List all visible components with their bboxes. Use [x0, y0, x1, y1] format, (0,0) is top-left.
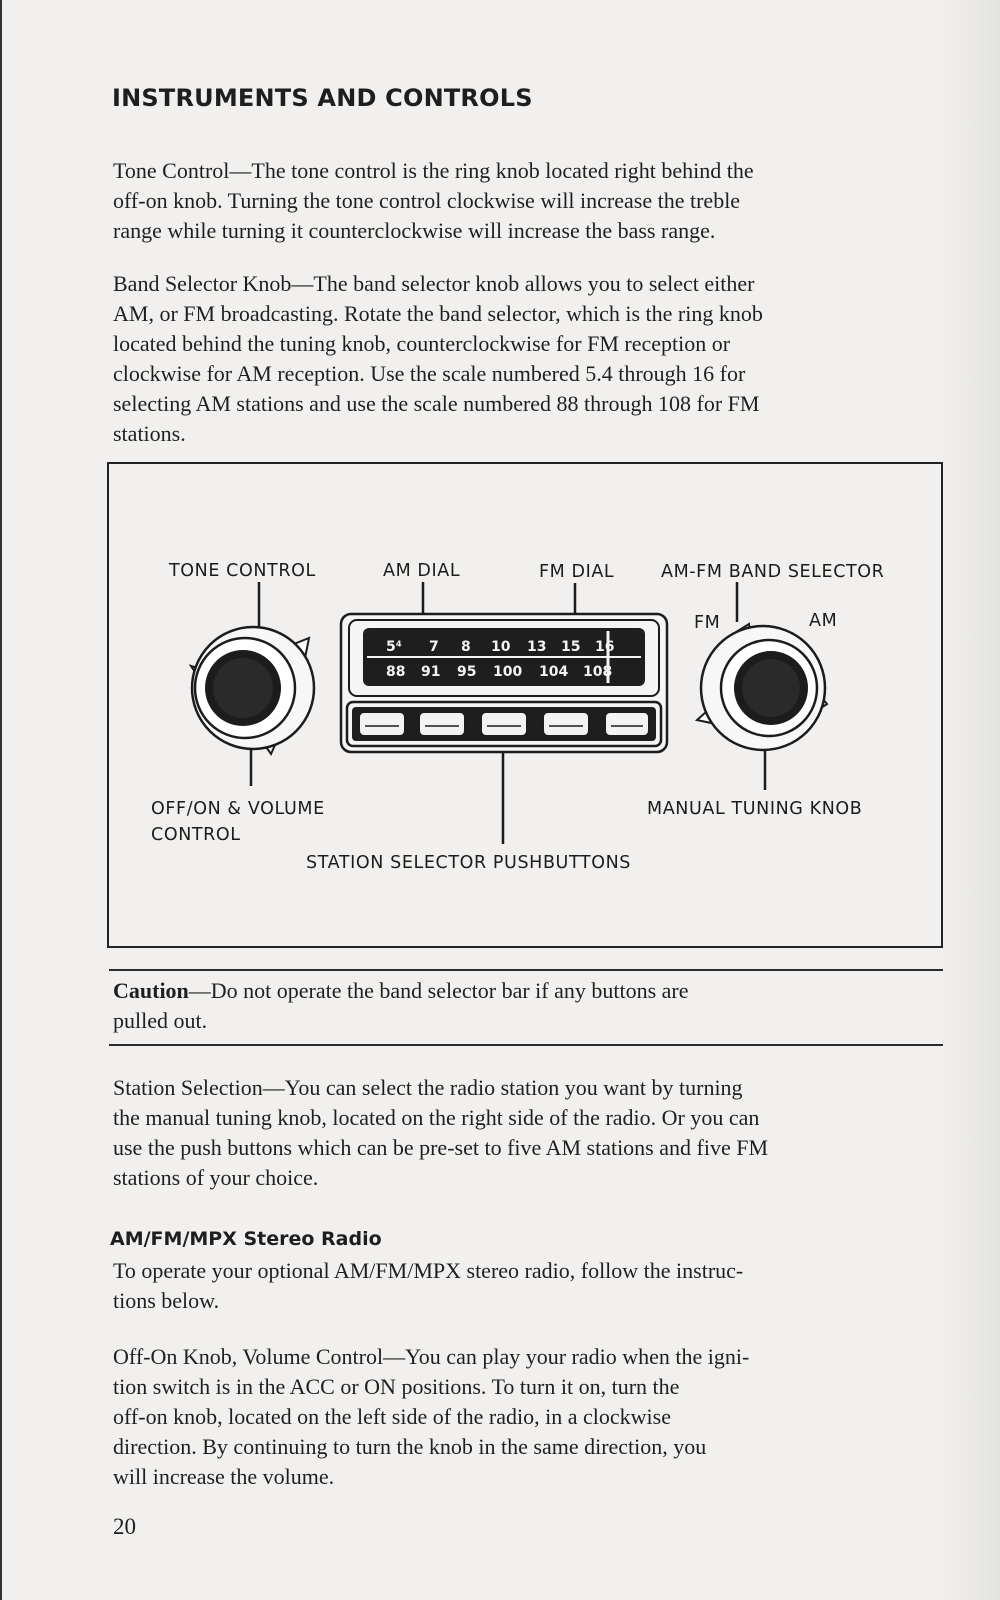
page-title: INSTRUMENTS AND CONTROLS: [112, 84, 533, 112]
fm-tick-label: 95: [457, 664, 476, 680]
radio-diagram: TONE CONTROL AM DIAL FM DIAL AM-FM BAND …: [107, 462, 943, 948]
text-line: Caution—Do not operate the band selector…: [113, 976, 943, 1006]
tone-control-paragraph: Tone Control—The tone control is the rin…: [113, 156, 948, 246]
text-line: selecting AM stations and use the scale …: [113, 391, 760, 416]
text-line: off-on knob, located on the left side of…: [113, 1404, 671, 1429]
page-number: 20: [113, 1514, 136, 1539]
am-tick-label: 10: [491, 639, 511, 655]
text-line: AM, or FM broadcasting. Rotate the band …: [113, 301, 763, 326]
caution-label: Caution: [113, 978, 189, 1003]
text-line: tion switch is in the ACC or ON position…: [113, 1374, 680, 1399]
text-line: To operate your optional AM/FM/MPX stere…: [113, 1258, 744, 1283]
page-edge-shadow: [940, 0, 1000, 1600]
label-control: CONTROL: [151, 825, 241, 845]
text-line: off-on knob. Turning the tone control cl…: [113, 188, 741, 213]
text-line: pulled out.: [113, 1008, 208, 1033]
caution-text: —Do not operate the band selector bar if…: [188, 978, 689, 1003]
label-fm: FM: [694, 613, 720, 633]
label-tone-control: TONE CONTROL: [168, 561, 316, 581]
stereo-radio-heading: AM/FM/MPX Stereo Radio: [110, 1228, 382, 1250]
text-line: range while turning it counterclockwise …: [113, 218, 716, 243]
caution-bottom-rule: [109, 1044, 943, 1046]
text-line: Off-On Knob, Volume Control—You can play…: [113, 1344, 750, 1369]
caution-top-rule: [109, 969, 943, 971]
text-line: Band Selector Knob—The band selector kno…: [113, 271, 755, 296]
fm-tick-label: 88: [386, 664, 405, 680]
station-pushbuttons: [358, 711, 650, 737]
left-knob: [188, 625, 316, 757]
text-line: stations of your choice.: [113, 1165, 319, 1190]
label-fm-dial: FM DIAL: [539, 562, 614, 582]
pushbutton: [542, 711, 590, 737]
band-selector-paragraph: Band Selector Knob—The band selector kno…: [113, 269, 948, 449]
label-band-selector: AM-FM BAND SELECTOR: [661, 562, 884, 582]
pushbutton: [604, 711, 650, 737]
fm-dial-scale: 88 91 95 100 104 108: [386, 664, 612, 680]
text-line: the manual tuning knob, located on the r…: [113, 1105, 760, 1130]
am-tick-label: 13: [527, 639, 546, 655]
caution-note: Caution—Do not operate the band selector…: [113, 976, 943, 1036]
am-tick-label: 16: [595, 639, 614, 655]
text-line: tions below.: [113, 1288, 220, 1313]
off-on-knob-paragraph: Off-On Knob, Volume Control—You can play…: [113, 1342, 948, 1492]
fm-tick-label: 108: [583, 664, 612, 680]
scan-border: [0, 0, 2, 1600]
label-manual-tuning: MANUAL TUNING KNOB: [647, 799, 862, 819]
text-line: use the push buttons which can be pre-se…: [113, 1135, 769, 1160]
am-tick-label: 5⁴: [386, 639, 402, 655]
stereo-radio-paragraph: To operate your optional AM/FM/MPX stere…: [113, 1256, 948, 1316]
text-line: stations.: [113, 421, 186, 446]
label-am: AM: [809, 611, 837, 631]
fm-tick-label: 100: [493, 664, 522, 680]
am-tick-label: 15: [561, 639, 580, 655]
right-knob: [694, 622, 829, 752]
fm-tick-label: 104: [539, 664, 568, 680]
label-pushbuttons: STATION SELECTOR PUSHBUTTONS: [306, 853, 631, 873]
text-line: Tone Control—The tone control is the rin…: [113, 158, 754, 183]
text-line: Station Selection—You can select the rad…: [113, 1075, 743, 1100]
text-line: direction. By continuing to turn the kno…: [113, 1434, 707, 1459]
am-dial-scale: 5⁴ 7 8 10 13 15 16: [386, 639, 614, 655]
text-line: will increase the volume.: [113, 1464, 335, 1489]
label-am-dial: AM DIAL: [383, 561, 460, 581]
text-line: clockwise for AM reception. Use the scal…: [113, 361, 746, 386]
am-tick-label: 8: [461, 639, 471, 655]
fm-tick-label: 91: [421, 664, 440, 680]
station-selection-paragraph: Station Selection—You can select the rad…: [113, 1073, 948, 1193]
label-off-on-volume: OFF/ON & VOLUME: [151, 799, 325, 819]
pushbutton: [358, 711, 406, 737]
text-line: located behind the tuning knob, counterc…: [113, 331, 731, 356]
pushbutton: [480, 711, 528, 737]
radio-illustration: TONE CONTROL AM DIAL FM DIAL AM-FM BAND …: [151, 561, 884, 873]
pushbutton: [418, 711, 466, 737]
am-tick-label: 7: [429, 639, 439, 655]
